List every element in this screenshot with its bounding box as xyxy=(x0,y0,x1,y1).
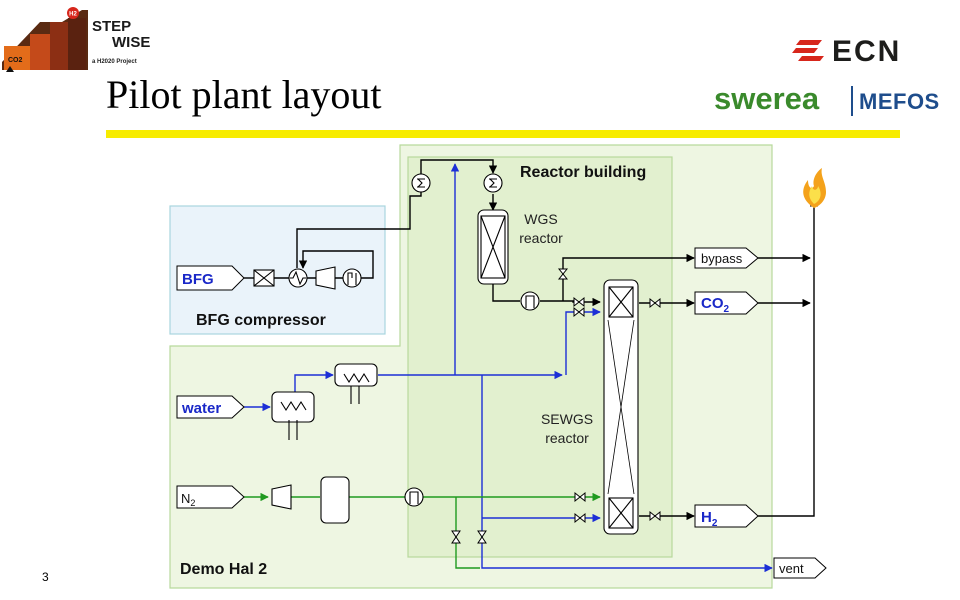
bypass-output-tag xyxy=(694,247,759,269)
vent-output-tag xyxy=(773,557,827,579)
stepwise-stairs-logo: H2 CO2 xyxy=(2,7,88,72)
wgs-reactor-vessel xyxy=(477,209,509,285)
water-input-label: water xyxy=(181,400,221,417)
valve-bypass xyxy=(557,268,569,280)
steam-to-sewgs-top-line xyxy=(565,307,601,375)
valve-sewgs-n2 xyxy=(574,491,586,503)
swerea-logo-text: swerea xyxy=(714,81,820,116)
stepwise-stair-label: CO2 xyxy=(8,57,23,64)
valve-sewgs-top-steam xyxy=(573,306,585,318)
sewgs-reactor-vessel xyxy=(603,279,639,535)
stepwise-tagline: a H2020 Project xyxy=(92,59,137,65)
steam-boiler-icon xyxy=(271,391,315,440)
slide-title: Pilot plant layout xyxy=(106,72,382,117)
stepwise-logo-text: STEP WISE xyxy=(92,19,150,51)
vent-output-label: vent xyxy=(779,561,804,576)
bfg-cooler-icon xyxy=(342,268,362,288)
bfg-input-tag xyxy=(176,265,245,291)
feed-preheater-1-icon xyxy=(411,173,431,193)
sewgs-reactor-label-2: reactor xyxy=(545,430,589,446)
flare-icon xyxy=(803,168,826,208)
valve-h2 xyxy=(649,510,661,522)
page-number: 3 xyxy=(42,570,49,584)
mefos-logo-text: MEFOS xyxy=(859,89,940,114)
boiler-to-superheater-line xyxy=(294,370,334,392)
n2-buffer-vessel xyxy=(320,476,350,524)
compressor-outlet-line xyxy=(296,192,422,268)
sewgs-reactor-label-1: SEWGS xyxy=(541,411,593,427)
valve-sewgs-bottom-steam xyxy=(574,512,586,524)
bypass-branch-line xyxy=(562,253,695,301)
stepwise-top-label: H2 xyxy=(69,12,77,18)
bfg-input-label: BFG xyxy=(182,271,214,288)
h2-output-label: H2 xyxy=(701,509,718,529)
demo-hal-label: Demo Hal 2 xyxy=(180,561,267,578)
bfg-compressor-icon xyxy=(315,266,336,290)
water-input-tag xyxy=(176,395,245,419)
h2-to-flare-line xyxy=(758,198,819,517)
ecn-logo-text: ECN xyxy=(832,35,902,68)
bfg-filter-icon xyxy=(253,269,275,287)
n2-input-tag xyxy=(176,485,245,509)
reactor-building-label: Reactor building xyxy=(520,164,646,181)
valve-co2 xyxy=(649,297,661,309)
down-arrow-icon xyxy=(6,66,14,72)
stepwise-stair-3 xyxy=(50,22,72,70)
n2-input-label: N2 xyxy=(181,491,195,508)
cooler-to-sewgs-line xyxy=(540,297,601,307)
feed-preheater-2-icon xyxy=(483,173,503,193)
n2-compressor-icon xyxy=(271,484,292,510)
swerea-divider xyxy=(851,86,853,116)
co2-output-label: CO2 xyxy=(701,295,730,315)
co2-output-tag xyxy=(694,291,759,315)
n2-heater-icon xyxy=(404,487,424,507)
steam-superheater-icon xyxy=(334,363,378,404)
compressor-recycle-line xyxy=(298,250,374,279)
h2-badge-icon xyxy=(67,7,79,19)
bfg-compressor-label: BFG compressor xyxy=(196,312,326,329)
wgs-reactor-label-1: WGS xyxy=(524,211,557,227)
stepwise-stair-1 xyxy=(4,46,34,70)
stepwise-stair-4 xyxy=(68,18,86,70)
wgs-outlet-line xyxy=(492,284,520,302)
n2-to-vent-line xyxy=(455,497,480,569)
wgs-reactor-label-2: reactor xyxy=(519,230,563,246)
title-underline xyxy=(106,130,900,138)
hx1-to-hx2-line xyxy=(420,159,498,175)
stepwise-name-line2: WISE xyxy=(112,34,151,51)
stepwise-name-line1: STEP xyxy=(92,18,132,35)
wgs-outlet-cooler-icon xyxy=(520,291,540,311)
steam-down-line xyxy=(481,375,773,573)
ecn-mark-icon xyxy=(792,40,824,61)
valve-steam-vent xyxy=(477,530,487,544)
bfg-heat-exchanger-icon xyxy=(288,268,308,288)
bypass-output-label: bypass xyxy=(701,251,743,266)
h2-output-tag xyxy=(694,504,759,528)
valve-n2-vent xyxy=(451,530,461,544)
valve-sewgs-top-gas xyxy=(573,296,585,308)
